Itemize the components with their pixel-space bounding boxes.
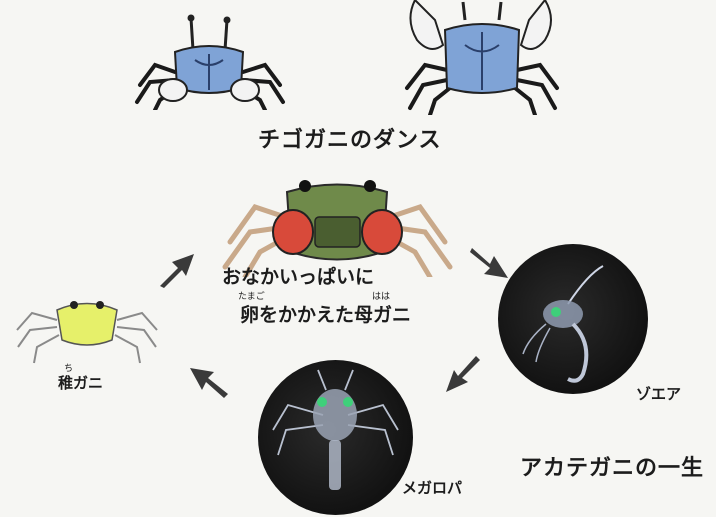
arrow-mother-to-zoea — [470, 248, 508, 278]
dance-title: チゴガニのダンス — [258, 128, 442, 153]
mother-crab — [222, 180, 453, 277]
juvenile-ruby: ち — [64, 364, 74, 374]
arrow-juvenile-to-mother — [160, 254, 194, 288]
mother-ruby-tamago: たまご — [238, 292, 265, 302]
mother-label-line1: おなかいっぱいに — [222, 266, 375, 288]
mother-label-line2: 卵をかかえた母ガニ — [240, 304, 412, 326]
lifecycle-title: アカテガニの一生 — [520, 456, 705, 481]
arrow-zoea-to-megalopa — [446, 356, 480, 392]
megalopa-larva — [272, 369, 399, 490]
zoea-label: ゾエア — [636, 385, 682, 403]
juvenile-label: 稚ガニ — [58, 374, 104, 392]
zoea-larva — [522, 265, 604, 383]
megalopa-label: メガロパ — [402, 479, 463, 497]
arrow-megalopa-to-juvenile — [190, 368, 228, 398]
juvenile-crab — [16, 301, 158, 364]
fiddler-crab-right — [405, 0, 559, 115]
mother-ruby-haha: はは — [372, 292, 391, 302]
fiddler-crab-left — [135, 14, 285, 110]
